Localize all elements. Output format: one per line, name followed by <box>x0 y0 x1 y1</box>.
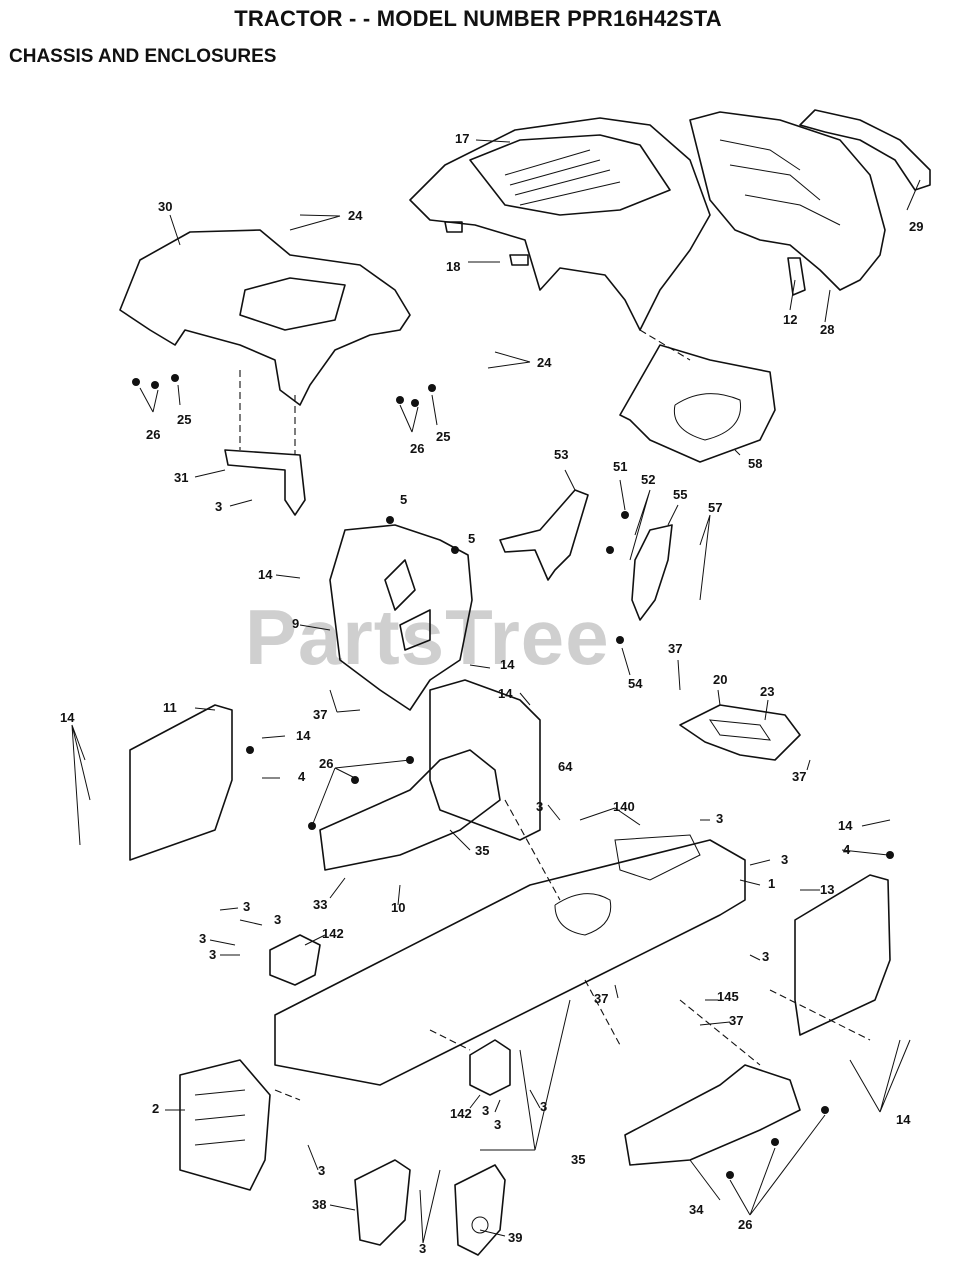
callout-24[interactable]: 24 <box>348 208 363 223</box>
callout-3-i[interactable]: 3 <box>762 949 770 964</box>
callout-37-e[interactable]: 37 <box>729 1013 744 1028</box>
callout-14-d[interactable]: 14 <box>60 710 75 725</box>
callout-142-b[interactable]: 142 <box>450 1106 472 1121</box>
callout-142[interactable]: 142 <box>322 926 344 941</box>
callout-25-b[interactable]: 25 <box>436 429 451 444</box>
part-left-footrest[interactable] <box>319 749 501 871</box>
part-front-axle-bracket[interactable] <box>269 934 321 986</box>
callout-4[interactable]: 4 <box>298 769 306 784</box>
callout-3-k[interactable]: 3 <box>494 1117 502 1132</box>
part-console-bracket[interactable] <box>429 679 541 841</box>
part-fender-bracket[interactable] <box>224 449 306 516</box>
callout-3-n[interactable]: 3 <box>419 1241 427 1256</box>
callout-57[interactable]: 57 <box>708 500 723 515</box>
part-right-footrest[interactable] <box>624 1064 801 1166</box>
part-steering-bracket[interactable] <box>499 489 589 581</box>
part-front-bumper[interactable] <box>179 1059 271 1191</box>
callout-20[interactable]: 20 <box>713 672 728 687</box>
part-main-frame[interactable] <box>274 834 746 1086</box>
part-hitch-bracket-left[interactable] <box>354 1159 411 1246</box>
part-hood[interactable] <box>409 117 711 331</box>
callout-leader-lines <box>71 139 921 1244</box>
callout-54[interactable]: 54 <box>628 676 643 691</box>
part-dash-shield[interactable] <box>619 344 776 463</box>
part-right-side-panel[interactable] <box>794 874 891 1036</box>
callout-28[interactable]: 28 <box>820 322 835 337</box>
callout-26-d[interactable]: 26 <box>738 1217 753 1232</box>
callout-14-e[interactable]: 14 <box>296 728 311 743</box>
callout-10[interactable]: 10 <box>391 900 406 915</box>
callout-37-b[interactable]: 37 <box>313 707 328 722</box>
callout-4-b[interactable]: 4 <box>843 842 851 857</box>
callout-3-m[interactable]: 3 <box>318 1163 326 1178</box>
callout-37[interactable]: 37 <box>668 641 683 656</box>
callout-34[interactable]: 34 <box>689 1202 704 1217</box>
callout-3-l[interactable]: 3 <box>540 1099 548 1114</box>
diagram-title: TRACTOR - - MODEL NUMBER PPR16H42STA <box>234 6 722 31</box>
callout-3-b[interactable]: 3 <box>536 799 544 814</box>
part-fender[interactable] <box>119 229 411 406</box>
callout-29[interactable]: 29 <box>909 219 924 234</box>
callout-38[interactable]: 38 <box>312 1197 327 1212</box>
callout-14-c[interactable]: 14 <box>498 686 513 701</box>
hardware-fasteners <box>132 374 894 1179</box>
callout-37-d[interactable]: 37 <box>594 991 609 1006</box>
callout-26-c[interactable]: 26 <box>319 756 334 771</box>
callout-12[interactable]: 12 <box>783 312 798 327</box>
callout-31[interactable]: 31 <box>174 470 189 485</box>
callout-1[interactable]: 1 <box>768 876 776 891</box>
callout-37-c[interactable]: 37 <box>792 769 807 784</box>
callout-3[interactable]: 3 <box>215 499 223 514</box>
callout-58[interactable]: 58 <box>748 456 763 471</box>
callout-140[interactable]: 140 <box>613 799 635 814</box>
callout-11[interactable]: 11 <box>163 700 177 715</box>
callout-14[interactable]: 14 <box>258 567 273 582</box>
callout-51[interactable]: 51 <box>613 459 628 474</box>
callout-14-f[interactable]: 14 <box>838 818 853 833</box>
callout-23[interactable]: 23 <box>760 684 775 699</box>
callout-35-b[interactable]: 35 <box>571 1152 586 1167</box>
callout-14-g[interactable]: 14 <box>896 1112 911 1127</box>
diagram-subtitle: CHASSIS AND ENCLOSURES <box>9 46 277 67</box>
part-grille-trim[interactable] <box>799 109 931 191</box>
callout-35[interactable]: 35 <box>475 843 490 858</box>
callout-3-j[interactable]: 3 <box>482 1103 490 1118</box>
part-hitch-bracket-right[interactable] <box>454 1164 506 1256</box>
callout-53[interactable]: 53 <box>554 447 569 462</box>
callout-3-d[interactable]: 3 <box>781 852 789 867</box>
part-steering-support[interactable] <box>631 524 673 621</box>
callout-52[interactable]: 52 <box>641 472 656 487</box>
callout-26-b[interactable]: 26 <box>410 441 425 456</box>
callout-5[interactable]: 5 <box>400 492 408 507</box>
callout-26[interactable]: 26 <box>146 427 161 442</box>
callout-5-b[interactable]: 5 <box>468 531 476 546</box>
callout-33[interactable]: 33 <box>313 897 328 912</box>
callout-25[interactable]: 25 <box>177 412 192 427</box>
callout-13[interactable]: 13 <box>820 882 835 897</box>
callout-145[interactable]: 145 <box>717 989 739 1004</box>
part-left-side-panel[interactable] <box>129 704 233 861</box>
callout-3-g[interactable]: 3 <box>199 931 207 946</box>
part-rear-axle-bracket[interactable] <box>469 1039 511 1096</box>
callout-9[interactable]: 9 <box>292 616 300 631</box>
callout-3-c[interactable]: 3 <box>716 811 724 826</box>
callout-17[interactable]: 17 <box>455 131 470 146</box>
callout-18[interactable]: 18 <box>446 259 461 274</box>
part-mounting-plate[interactable] <box>679 704 801 761</box>
watermark-logo: PartsTree <box>245 593 610 681</box>
callout-2[interactable]: 2 <box>152 1101 160 1116</box>
callout-14-b[interactable]: 14 <box>500 657 515 672</box>
part-grille-housing[interactable] <box>689 111 886 296</box>
callout-24-b[interactable]: 24 <box>537 355 552 370</box>
callout-39[interactable]: 39 <box>508 1230 523 1245</box>
callout-55[interactable]: 55 <box>673 487 688 502</box>
callout-64[interactable]: 64 <box>558 759 573 774</box>
callout-30[interactable]: 30 <box>158 199 173 214</box>
callout-3-e[interactable]: 3 <box>243 899 251 914</box>
callout-3-f[interactable]: 3 <box>274 912 282 927</box>
part-dash-panel[interactable] <box>329 524 473 711</box>
callout-3-h[interactable]: 3 <box>209 947 217 962</box>
